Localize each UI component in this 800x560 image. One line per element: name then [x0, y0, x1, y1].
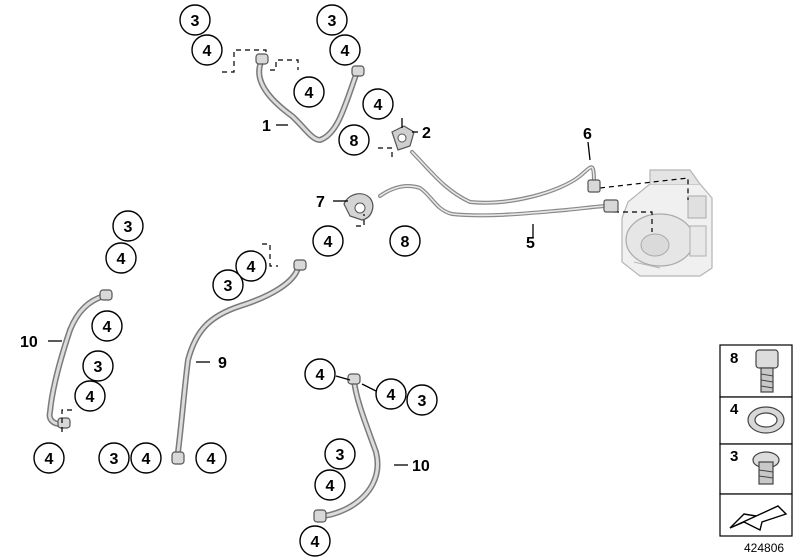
- legend-number-8: 8: [730, 350, 738, 367]
- callout-3: 3: [406, 384, 438, 416]
- callout-4: 4: [191, 34, 223, 66]
- svg-text:4: 4: [316, 367, 325, 384]
- callout-4: 4: [314, 469, 346, 501]
- callout-4: 4: [304, 358, 336, 390]
- callout-8: 8: [389, 225, 421, 257]
- brake-pipe-6: [410, 150, 601, 205]
- brake-hose-10-left: [46, 289, 113, 432]
- svg-text:8: 8: [401, 234, 410, 251]
- callout-4: 4: [299, 525, 331, 557]
- callout-3: 3: [316, 4, 348, 36]
- callout-4: 4: [74, 380, 106, 412]
- svg-text:3: 3: [418, 393, 427, 410]
- brake-hose-9: [171, 243, 307, 465]
- banjo-bolt-icon: [752, 451, 780, 485]
- callout-4: 4: [195, 442, 227, 474]
- brake-pipe-5: [378, 184, 619, 218]
- callout-4: 4: [312, 225, 344, 257]
- callout-4: 4: [33, 442, 65, 474]
- sealing-ring-icon: [747, 406, 785, 434]
- callout-3: 3: [212, 269, 244, 301]
- part-label-6: 6: [583, 126, 592, 143]
- svg-text:3: 3: [336, 447, 345, 464]
- document-number: 424806: [744, 541, 784, 555]
- part-label-2: 2: [422, 125, 431, 142]
- callout-3: 3: [98, 442, 130, 474]
- part-label-9: 9: [218, 355, 227, 372]
- callout-4: 4: [105, 242, 137, 274]
- union-fitting-2: [378, 118, 415, 158]
- callout-3: 3: [112, 210, 144, 242]
- part-label-5: 5: [526, 235, 535, 252]
- svg-text:3: 3: [94, 359, 103, 376]
- svg-text:4: 4: [341, 43, 350, 60]
- callout-3: 3: [324, 438, 356, 470]
- svg-text:4: 4: [117, 251, 126, 268]
- svg-text:4: 4: [103, 319, 112, 336]
- legend-number-3: 3: [730, 448, 738, 465]
- callout-4: 4: [329, 34, 361, 66]
- callout-4: 4: [130, 442, 162, 474]
- callout-4: 4: [91, 310, 123, 342]
- svg-text:4: 4: [324, 234, 333, 251]
- svg-text:4: 4: [311, 534, 320, 551]
- callout-4: 4: [235, 250, 267, 282]
- svg-text:4: 4: [45, 451, 54, 468]
- callout-3: 3: [179, 4, 211, 36]
- brake-hose-10-bottom: [313, 373, 381, 523]
- callouts: 3 4 3 4 4 4 8 4 8 4 3 3 4 4 3 4 4 3 4 4 …: [33, 4, 438, 557]
- direction-arrow-icon: [729, 505, 788, 532]
- part-label-10-bottom: 10: [412, 458, 430, 475]
- abs-pressure-modulator: [599, 169, 713, 277]
- leader-lines: [48, 124, 591, 466]
- brake-hose-1: [222, 49, 365, 143]
- part-labels: 1 2 5 6 7 9 10 10: [20, 118, 592, 475]
- svg-text:4: 4: [207, 451, 216, 468]
- callout-8: 8: [338, 124, 370, 156]
- callout-3: 3: [82, 350, 114, 382]
- legend-row-3: [719, 443, 793, 495]
- svg-text:4: 4: [374, 97, 383, 114]
- part-label-1: 1: [262, 118, 271, 135]
- svg-text:4: 4: [86, 389, 95, 406]
- part-label-7: 7: [316, 194, 325, 211]
- svg-text:3: 3: [328, 13, 337, 30]
- screw-icon: [755, 349, 779, 393]
- callout-4: 4: [293, 76, 325, 108]
- svg-text:3: 3: [124, 219, 133, 236]
- svg-text:8: 8: [350, 133, 359, 150]
- svg-text:4: 4: [203, 43, 212, 60]
- svg-text:4: 4: [387, 387, 396, 404]
- holder-clip-7: [343, 193, 374, 227]
- svg-text:3: 3: [224, 278, 233, 295]
- svg-text:4: 4: [305, 85, 314, 102]
- svg-text:3: 3: [110, 451, 119, 468]
- svg-text:4: 4: [247, 259, 256, 276]
- svg-text:4: 4: [142, 451, 151, 468]
- part-label-10-left: 10: [20, 334, 38, 351]
- callout-4: 4: [375, 378, 407, 410]
- legend-number-4: 4: [730, 401, 739, 418]
- svg-text:4: 4: [326, 478, 335, 495]
- callout-4: 4: [362, 88, 394, 120]
- parts-legend: 8 4 3: [719, 344, 793, 537]
- svg-text:3: 3: [191, 13, 200, 30]
